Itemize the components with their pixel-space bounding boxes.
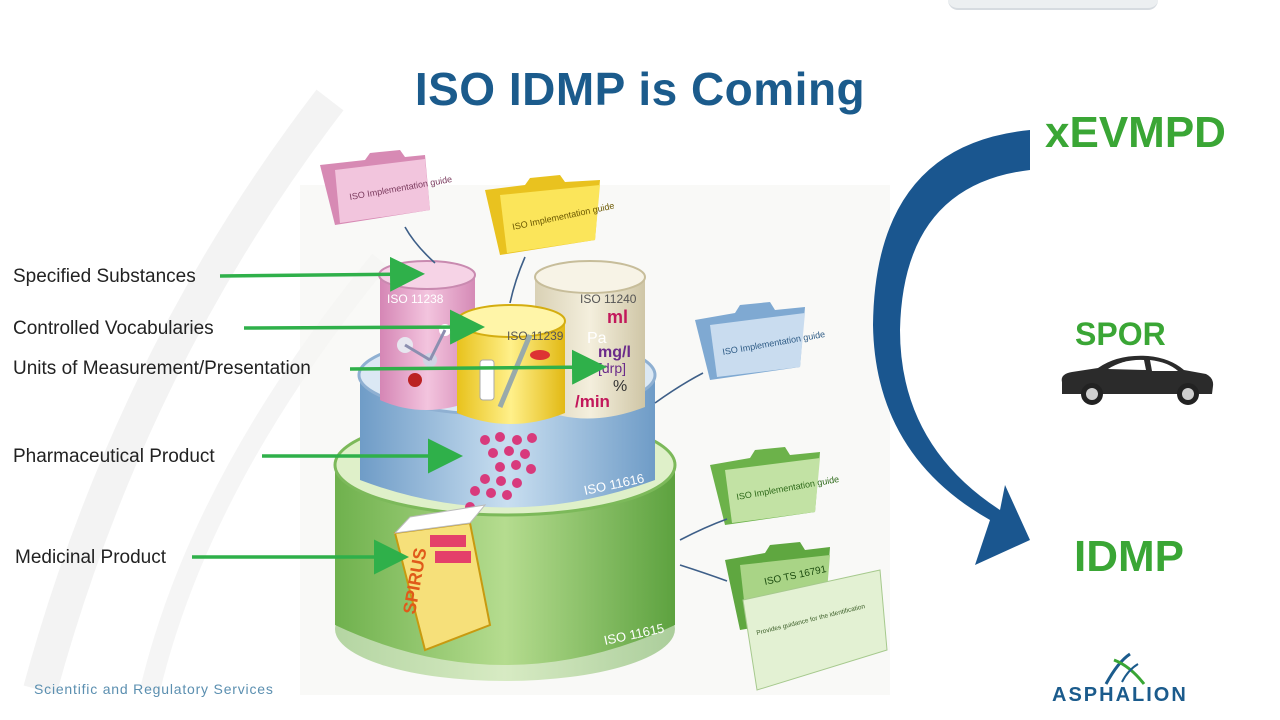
iso-11238-label: ISO 11238 [387,292,444,306]
label-units-of-measurement: Units of Measurement/Presentation [13,358,311,379]
slide-title: ISO IDMP is Coming [414,63,866,115]
folder-green: ISO Implementation guide [710,447,840,525]
idmp-standards-diagram: ISO 11615 ISO 11616 ISO 11238 ISO 11240 … [300,150,890,695]
unit-ml: ml [607,307,628,327]
iso-11240-label: ISO 11240 [580,292,637,306]
unit-percent: % [613,378,627,395]
iso-11239-label: ISO 11239 [507,329,564,343]
arrow-units-of-measurement [349,349,607,385]
transition-curve-arrow [873,130,1030,565]
folder-connector-arrows [404,226,728,582]
iso-11238-cylinder: ISO 11238 [378,260,476,410]
label-pharmaceutical-product: Pharmaceutical Product [13,446,215,467]
label-controlled-vocabularies: Controlled Vocabularies [13,318,214,339]
footer-text: Scientific and Regulatory Services [34,681,274,697]
unit-min: /min [575,392,610,411]
asphalion-logo-icon [1104,652,1146,685]
label-medicinal-product: Medicinal Product [15,547,167,568]
device-edge [948,0,1158,10]
car-icon [1061,355,1214,405]
medicine-box: SPIRUS [393,504,492,652]
folder-blue: ISO Implementation guide [695,302,826,380]
folder-ts: ISO TS 16791 Provides guidance for the i… [725,542,888,691]
unit-pa: Pa [587,330,607,347]
spor-label: SPOR [1075,316,1166,352]
label-specified-substances: Specified Substances [13,266,196,287]
logo-text: ASPHALION [1052,684,1188,706]
arrow-specified-substances [219,256,425,292]
arrow-controlled-vocabularies [243,309,485,345]
xevmpd-label: xEVMPD [1045,108,1226,157]
idmp-label: IDMP [1074,532,1184,581]
